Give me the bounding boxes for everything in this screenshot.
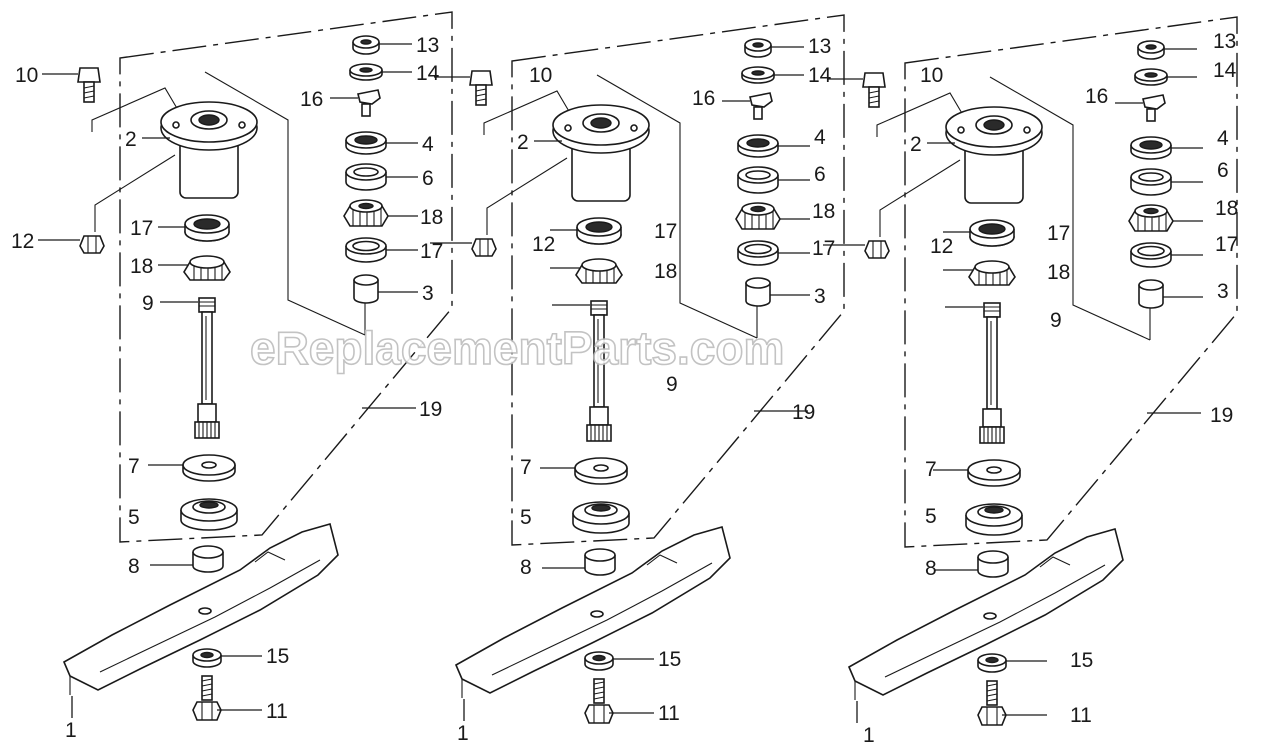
callout-7: 7 [520, 456, 532, 479]
callout-19: 19 [792, 401, 815, 424]
callout-7: 7 [925, 458, 937, 481]
callout-12: 12 [11, 230, 34, 253]
callout-5: 5 [128, 506, 140, 529]
callout-6: 6 [814, 163, 826, 186]
callout-8: 8 [128, 555, 140, 578]
callout-8: 8 [925, 557, 937, 580]
callout-11: 11 [1070, 704, 1092, 727]
callout-12: 12 [532, 233, 555, 256]
callout-4: 4 [814, 126, 826, 149]
callout-3: 3 [1217, 280, 1229, 303]
callout-17: 17 [1047, 222, 1070, 245]
callout-15: 15 [266, 645, 289, 668]
callout-14: 14 [1213, 59, 1237, 82]
callout-16: 16 [1085, 85, 1108, 108]
callout-9: 9 [1050, 309, 1062, 332]
callout-16: 16 [692, 87, 715, 110]
callout-17-right: 17 [420, 240, 443, 263]
callout-18-right: 18 [812, 200, 835, 223]
callout-6: 6 [1217, 159, 1229, 182]
callout-13: 13 [808, 35, 831, 58]
callout-10: 10 [529, 64, 552, 87]
callout-10: 10 [15, 64, 38, 87]
callout-1: 1 [65, 719, 77, 742]
callouts-right: 10 2 12 17 18 9 7 5 8 1 15 11 13 14 16 4… [863, 30, 1238, 747]
callouts-left: 10 2 12 17 18 9 7 5 8 1 15 11 13 14 16 4… [11, 34, 443, 742]
callout-18: 18 [130, 255, 153, 278]
callout-18: 18 [1047, 261, 1070, 284]
callout-9: 9 [142, 292, 154, 315]
callout-16: 16 [300, 88, 323, 111]
callout-15: 15 [658, 648, 681, 671]
callout-17: 17 [130, 217, 153, 240]
callout-8: 8 [520, 556, 532, 579]
callout-17-right: 17 [1215, 233, 1238, 256]
callout-15: 15 [1070, 649, 1093, 672]
callout-4: 4 [1217, 127, 1229, 150]
assembly-right [822, 16, 1238, 726]
callout-17-right: 17 [812, 237, 835, 260]
callout-2: 2 [517, 131, 529, 154]
callout-3: 3 [422, 282, 434, 305]
callout-3: 3 [814, 285, 826, 308]
callout-11: 11 [658, 702, 680, 725]
callout-5: 5 [520, 506, 532, 529]
callout-10: 10 [920, 64, 943, 87]
callout-18: 18 [654, 260, 677, 283]
callout-12: 12 [930, 235, 953, 258]
callout-6: 6 [422, 167, 434, 190]
callout-7: 7 [128, 455, 140, 478]
callout-19: 19 [419, 398, 442, 421]
callout-5: 5 [925, 505, 937, 528]
callout-2: 2 [125, 128, 137, 151]
callout-1: 1 [863, 724, 875, 747]
callout-14: 14 [416, 62, 440, 85]
watermark: eReplacementParts.com [250, 322, 784, 374]
callout-18-right: 18 [1215, 197, 1238, 220]
callout-1: 1 [457, 722, 469, 745]
callout-14: 14 [808, 64, 832, 87]
callout-13: 13 [416, 34, 439, 57]
callout-11: 11 [266, 700, 288, 723]
callout-18-right: 18 [420, 206, 443, 229]
callout-2: 2 [910, 133, 922, 156]
callout-19: 19 [1210, 404, 1233, 427]
callout-4: 4 [422, 133, 434, 156]
callout-9: 9 [666, 373, 678, 396]
callout-17: 17 [654, 220, 677, 243]
callouts-middle: 10 2 12 17 18 9 7 5 8 1 15 11 13 14 16 4… [457, 35, 835, 745]
callout-13: 13 [1213, 30, 1236, 53]
